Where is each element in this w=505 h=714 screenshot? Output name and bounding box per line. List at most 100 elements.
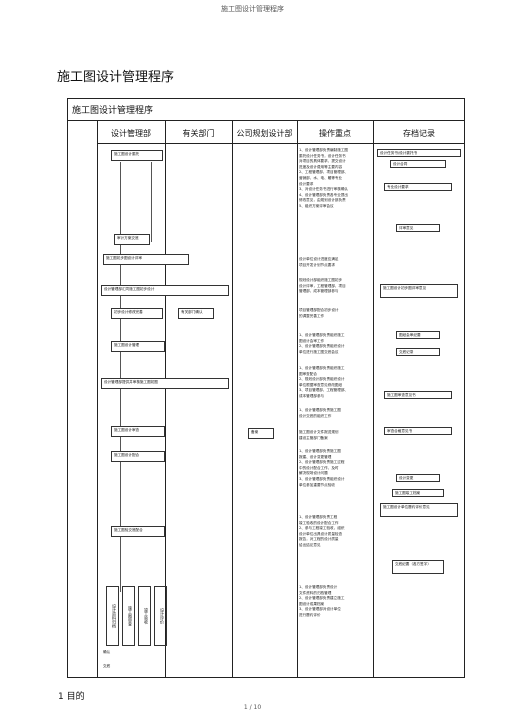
- key-points-line: 的调整完善工作: [299, 313, 325, 318]
- key-points-line: 进行履约评价: [299, 612, 321, 617]
- flowchart-title: 施工图设计管理程序: [72, 106, 154, 116]
- key-points-line: 项目管理部配合初步设计: [299, 308, 339, 312]
- grid-line: [165, 120, 166, 678]
- flow-step-design-commission: 施工图设计委托: [111, 150, 163, 161]
- key-points-note: 施工图设计文件报送规划建设主管部门备案: [299, 430, 369, 441]
- column-header-key-points: 操作重点: [319, 129, 351, 138]
- key-points-note: 规划设计部组织施工图初步设计评审，工程管理部、项目管理部、成本管理部参与: [299, 278, 369, 295]
- key-points-line: 成本管理部参与: [299, 393, 325, 398]
- grid-line: [97, 143, 465, 144]
- grid-line: [232, 120, 233, 678]
- column-header-related-depts: 有关部门: [182, 129, 215, 138]
- record-item: 设计变更: [396, 474, 440, 482]
- label-briefing: 交底: [103, 664, 111, 668]
- flow-step-joint-preliminary-design: 设计管理部汇同施工图初步设计: [101, 285, 229, 296]
- flow-step-preliminary-review: 施工图初步图设计评审: [103, 254, 189, 265]
- key-points-line: 修改意见，由规划设计部负责: [299, 198, 346, 203]
- key-points-line: 设计要求: [299, 181, 314, 186]
- key-points-line: 中的设计配合工作，及时: [299, 465, 339, 470]
- record-item: 施工图设计单位履约评价意见: [380, 503, 458, 517]
- vertical-cell-acceptance: 竣工验收: [138, 586, 151, 646]
- key-points-line: 3、设计管理部负责组织设计: [299, 476, 345, 481]
- key-points-line: 单位进行施工图交底会议: [299, 349, 339, 354]
- flow-connector: [151, 162, 152, 242]
- record-item: 审查合格意见书: [384, 427, 452, 435]
- record-item: 交底记录: [396, 348, 440, 356]
- running-header: 施工图设计管理程序: [221, 5, 284, 13]
- key-points-note: 设计单位设计进度应满足项目开发计划节点要求: [299, 257, 369, 268]
- record-item: 交底纪要（各方签字）: [392, 560, 444, 574]
- key-points-line: 1、设计管理部负责编制施工图: [299, 148, 349, 152]
- key-points-line: 2、设计管理部负责建立施工: [299, 596, 345, 601]
- record-item: 设计任务书/设计委托书: [377, 149, 461, 157]
- record-item: 施工图设计初步图评审意见: [380, 284, 458, 298]
- flow-step-scheme-briefing: 审计方案交底: [114, 234, 150, 245]
- record-item: 施工图竣工档案: [392, 489, 444, 497]
- key-points-line: 1、设计管理部负责施工图: [299, 449, 341, 453]
- record-item: 图纸会审纪要: [396, 331, 440, 339]
- key-points-line: 设计单位设计进度应满足: [299, 257, 339, 261]
- page-title: 施工图设计管理程序: [57, 70, 175, 85]
- vertical-cell-archive: 设计资料归档: [106, 586, 119, 646]
- key-points-line: 2、工程管理部、项目管理部、: [299, 170, 349, 175]
- key-points-line: 3、对设计任务书进行审核确认: [299, 187, 349, 192]
- key-points-line: 竣工验收的设计配合工作: [299, 520, 339, 525]
- key-points-line: 文件资料的归档管理: [299, 590, 332, 595]
- key-points-line: 设计单位出具设计质量检查: [299, 531, 343, 536]
- column-header-design-mgmt: 设计管理部: [111, 129, 151, 138]
- key-points-line: 4、设计管理部负责各专业提出: [299, 192, 349, 197]
- record-item: 专业设计要求: [384, 183, 452, 191]
- key-points-line: 1、设计管理部负责施工图: [299, 408, 341, 412]
- key-points-line: 进度及设计费用等主要内容: [299, 164, 343, 169]
- grid-line: [67, 120, 465, 121]
- label-confirm: 确认: [103, 650, 111, 654]
- key-points-line: 1、设计管理部负责组织施工: [299, 333, 345, 337]
- grid-line: [297, 120, 298, 678]
- flowchart-frame: [67, 98, 465, 678]
- key-points-line: 管理部、成本管理部参与: [299, 289, 339, 294]
- key-points-line: 3、项目管理部、工程管理部、: [299, 388, 349, 393]
- key-points-line: 解决现场设计问题: [299, 471, 328, 476]
- key-points-line: 1、设计管理部负责工程: [299, 515, 338, 519]
- vertical-cell-review: 施工图审查: [122, 586, 135, 646]
- key-points-line: 单位根据审查意见修改图纸: [299, 382, 343, 387]
- key-points-note: 1、设计管理部负责施工图设计交底的组织工作: [299, 408, 369, 419]
- key-points-line: 图审查配合: [299, 371, 317, 376]
- key-points-line: 报告，对工程的设计质量: [299, 537, 339, 542]
- key-points-note: 项目管理部配合初步设计的调整完善工作: [299, 308, 369, 319]
- key-points-line: 图设计会审工作: [299, 338, 325, 343]
- flow-step-filing: 备案: [248, 428, 274, 439]
- key-points-line: 项目开发计划节点要求: [299, 262, 335, 267]
- key-points-line: 规划设计部组织施工图初步: [299, 278, 343, 282]
- column-header-records: 存档记录: [403, 129, 435, 138]
- vertical-cell-evaluation: 设计评价: [154, 586, 167, 646]
- key-points-note: 1、设计管理部负责编制施工图委托设计任务书，设计任务书对项目的具体要求、提交设计…: [299, 148, 369, 210]
- key-points-line: 委托设计任务书，设计任务书: [299, 153, 346, 158]
- flow-step-briefing-cooperation: 施工图验交底配合: [111, 526, 165, 537]
- key-points-line: 2、参与工程竣工验收，组织: [299, 526, 345, 531]
- grid-line: [373, 120, 374, 678]
- key-points-line: 图设计成果档案: [299, 601, 325, 606]
- key-points-line: 给出结论意见: [299, 542, 321, 547]
- record-item: 设计合同: [390, 160, 446, 168]
- key-points-line: 1、设计管理部负责组织施工: [299, 366, 345, 370]
- grid-line: [97, 120, 98, 678]
- flow-step-design-management: 施工图设计管理: [111, 341, 165, 352]
- key-points-line: 建设主管部门备案: [299, 435, 328, 440]
- record-item: 评审意见: [396, 224, 440, 232]
- flow-step-drawing-review: 施工图设计审查: [111, 426, 165, 437]
- flow-step-design-cooperation: 施工图设计配合: [111, 451, 165, 462]
- key-points-line: 1、设计管理部负责设计: [299, 585, 338, 589]
- key-points-line: 2、设计管理部负责施工过程: [299, 460, 345, 465]
- key-points-line: 报建、设计变更管理: [299, 454, 332, 459]
- key-points-line: 设计评审，工程管理部、项目: [299, 283, 346, 288]
- key-points-line: 5、组织方案评审会议: [299, 203, 334, 208]
- key-points-line: 2、设计管理部负责组织设计: [299, 344, 345, 349]
- page-number: 1 / 10: [243, 704, 262, 711]
- key-points-line: 单位参加重要节点验收: [299, 482, 335, 487]
